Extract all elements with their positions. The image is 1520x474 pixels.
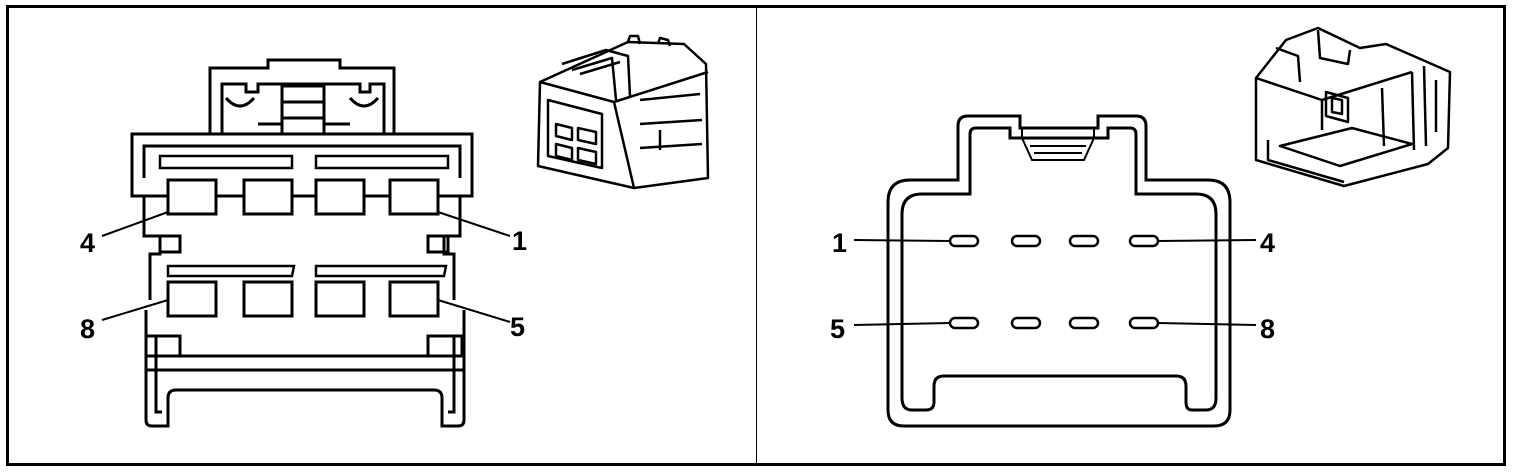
pin-label-top-right: 1	[512, 226, 527, 256]
blade-6	[1010, 316, 1042, 330]
pin-label-bottom-left: 8	[80, 314, 95, 344]
female-connector-isometric-view	[536, 34, 710, 190]
pin-label-top-left: 1	[832, 228, 847, 258]
cavity-7	[242, 280, 294, 318]
cavity-2	[314, 178, 366, 216]
male-leader-lines	[853, 239, 1257, 326]
female-leader-lines	[101, 211, 511, 323]
pin-label-top-right: 4	[1260, 228, 1275, 258]
blade-7	[1068, 316, 1100, 330]
blade-5	[948, 316, 980, 330]
pin-label-bottom-right: 5	[510, 312, 525, 342]
female-connector-face	[130, 58, 474, 428]
male-connector-isometric-view	[1254, 26, 1452, 188]
blade-4	[1128, 234, 1160, 248]
male-connector-face	[886, 114, 1232, 428]
cavity-3	[242, 178, 294, 216]
blade-3	[1068, 234, 1100, 248]
cavity-8	[166, 280, 218, 318]
male-terminal-blades	[948, 234, 1160, 330]
pin-label-bottom-left: 5	[830, 314, 845, 344]
panel-divider	[756, 8, 757, 464]
cavity-1	[388, 178, 440, 216]
blade-1	[948, 234, 980, 248]
pin-label-top-left: 4	[80, 228, 95, 258]
pin-label-bottom-right: 8	[1260, 314, 1275, 344]
blade-2	[1010, 234, 1042, 248]
cavity-4	[166, 178, 218, 216]
cavity-6	[314, 280, 366, 318]
female-terminal-cavities	[166, 178, 440, 318]
cavity-5	[388, 280, 440, 318]
blade-8	[1128, 316, 1160, 330]
